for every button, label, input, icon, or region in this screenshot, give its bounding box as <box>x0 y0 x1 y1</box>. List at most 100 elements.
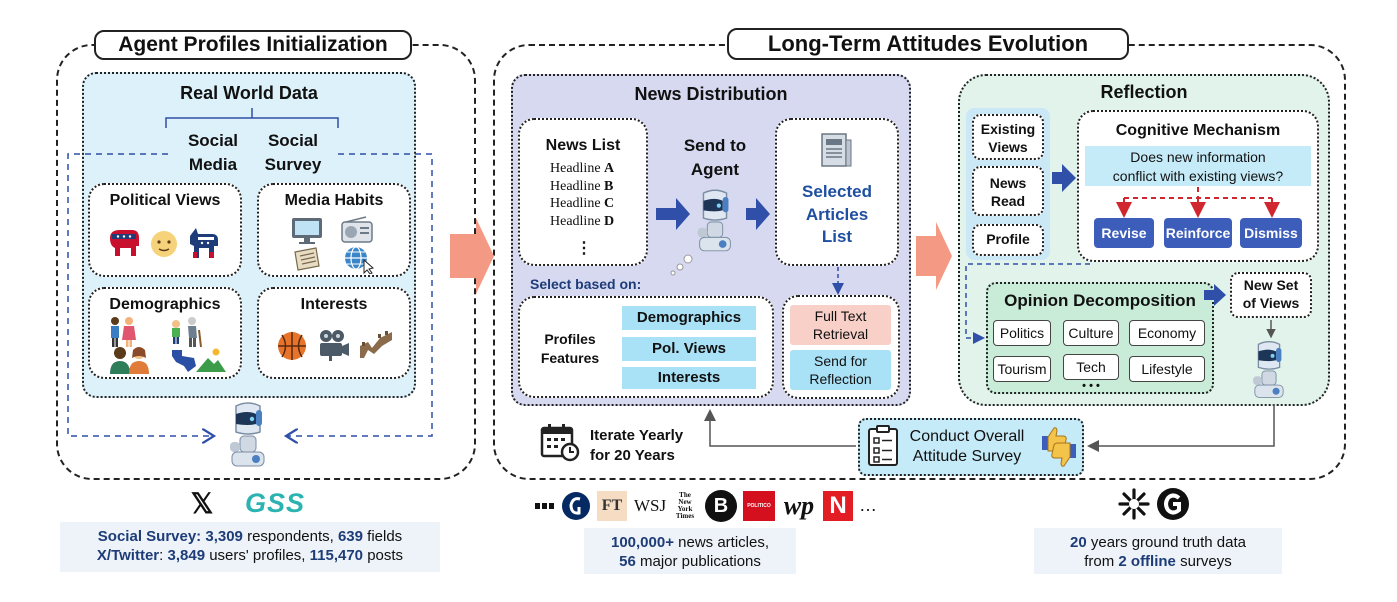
globe-cursor-icon <box>345 246 375 274</box>
gss-logo: GSS <box>244 487 306 518</box>
send-for-reflection: Send for Reflection <box>790 350 891 390</box>
democrat-donkey-icon <box>190 228 218 258</box>
cognitive-mechanism-title: Cognitive Mechanism <box>1115 122 1281 139</box>
right-footer-stats: 20 years ground truth data from 2 offlin… <box>1034 528 1282 574</box>
radio-icon <box>341 216 373 243</box>
middle-footer-line-1: 100,000+ news articles, <box>610 534 770 551</box>
headline-item: Headline A <box>550 161 615 176</box>
left-footer-line-2: X/Twitter: 3,849 users' profiles, 115,47… <box>96 547 404 564</box>
nyt-logo: The New York Times <box>675 491 695 520</box>
attitude-survey-label: Conduct Overall Attitude Survey <box>909 428 1025 465</box>
arrow-cognitive-to-opinion <box>965 263 1090 344</box>
person-face-icon <box>151 231 177 257</box>
profiles-features-label: Profiles Features <box>540 331 600 366</box>
profile-label: Profile <box>986 231 1030 247</box>
profile-box <box>972 224 1044 256</box>
topic-chip-economy: Economy <box>1129 320 1205 346</box>
headline-item: Headline D <box>550 213 615 229</box>
left-footer-stats: Social Survey: 3,309 respondents, 639 fi… <box>60 522 440 572</box>
iterate-yearly-label: Iterate Yearly for 20 Years <box>590 427 684 464</box>
media-habits-box <box>257 183 411 277</box>
washington-post-logo: wp <box>783 491 815 520</box>
feature-pill-pol-views: Pol. Views <box>622 337 756 361</box>
agent-profiles-title: Agent Profiles Initialization <box>94 30 412 60</box>
publications-more: … <box>859 494 877 515</box>
long-term-evolution-title: Long-Term Attitudes Evolution <box>727 28 1129 60</box>
topic-chip-tourism: Tourism <box>993 356 1051 382</box>
newsweek-logo: N <box>823 491 853 521</box>
send-to-agent-label: Send to Agent <box>683 136 747 179</box>
right-footer-line-2: from 2 offline surveys <box>1084 553 1232 570</box>
dismiss-button: Dismiss <box>1240 218 1302 248</box>
child-elder-icon <box>172 317 202 348</box>
full-text-retrieval: Full Text Retrieval <box>790 305 891 345</box>
headline-item: Headline B <box>550 178 614 194</box>
left-footer-line-1: Social Survey: 3,309 respondents, 639 fi… <box>97 528 403 545</box>
feature-pill-demographics: Demographics <box>622 306 756 330</box>
political-views-label: Political Views <box>109 192 221 209</box>
conflict-question: Does new information conflict with exist… <box>1085 146 1311 186</box>
calendar-clock-icon <box>540 424 580 462</box>
social-media-label: Social Media <box>187 131 239 174</box>
guardian-logo <box>562 492 590 520</box>
clipboard-checklist-icon <box>868 425 898 466</box>
wsj-logo: WSJ <box>633 496 667 515</box>
texas-map-icon <box>172 348 226 372</box>
news-read-label: News Read <box>989 175 1027 209</box>
headline-item: Headline C <box>550 196 615 211</box>
bloomberg-logo: B <box>705 490 737 522</box>
selected-articles-label: Selected Articles List <box>802 182 872 246</box>
reflection-title: Reflection <box>1100 82 1188 102</box>
left-dashed-loops <box>67 153 433 436</box>
dots-logo <box>535 503 555 509</box>
media-habits-label: Media Habits <box>284 192 384 209</box>
arrow-list-to-agent <box>656 198 690 230</box>
thought-bubbles-icon <box>670 254 693 276</box>
topic-chip-culture: Culture <box>1063 320 1119 346</box>
gray-feedback-loop <box>704 404 1275 452</box>
social-survey-label: Social Survey <box>264 131 322 174</box>
headline-more: ⋮ <box>576 240 592 257</box>
x-twitter-logo: 𝕏 <box>190 487 214 519</box>
starburst-logo <box>1118 488 1150 520</box>
cognitive-red-branches <box>1116 187 1280 218</box>
articles-document-icon <box>821 133 852 167</box>
news-list-box <box>518 118 648 266</box>
politico-logo: POLITICO <box>743 491 775 521</box>
agent-robot-icon <box>1253 341 1284 398</box>
thumbs-up-down-icon <box>1042 427 1076 467</box>
new-views-box <box>1230 272 1312 318</box>
arrow-opinion-to-newviews <box>1204 284 1226 306</box>
tv-monitor-icon <box>292 218 322 244</box>
feature-pill-interests: Interests <box>622 367 756 389</box>
existing-views-label: Existing Views <box>980 121 1036 155</box>
reinforce-button: Reinforce <box>1164 218 1232 248</box>
great-wall-icon <box>360 331 392 358</box>
opinion-decomposition-title: Opinion Decomposition <box>1004 291 1196 310</box>
topic-chip-lifestyle: Lifestyle <box>1129 356 1205 382</box>
publication-logos-row: FT WSJ The New York Times B POLITICO wp … <box>535 489 895 523</box>
revise-button: Revise <box>1094 218 1154 248</box>
big-arrow-left-to-middle <box>450 218 494 294</box>
big-arrow-news-to-reflection <box>916 222 952 290</box>
right-footer-line-1: 20 years ground truth data <box>1070 534 1246 551</box>
gallup-logo <box>1157 488 1189 520</box>
news-read-box <box>972 166 1044 216</box>
agent-robot-icon <box>697 189 731 252</box>
middle-footer-stats: 100,000+ news articles, 56 major publica… <box>584 528 796 574</box>
headline-list: Headline A Headline B Headline C Headlin… <box>550 160 646 230</box>
topic-chip-politics: Politics <box>993 320 1051 346</box>
diverse-people-icon <box>110 347 149 374</box>
republican-elephant-icon <box>110 230 139 256</box>
basketball-icon <box>278 332 306 360</box>
film-camera-icon <box>320 330 349 361</box>
ft-logo: FT <box>597 491 627 521</box>
new-views-label: New Set of Views <box>1242 277 1300 311</box>
existing-views-box <box>972 114 1044 160</box>
source-bracket <box>165 108 339 128</box>
news-list-title: News List <box>545 137 621 154</box>
political-views-box <box>88 183 242 277</box>
arrow-inputs-to-cognitive <box>1052 164 1076 192</box>
news-distribution-title: News Distribution <box>634 84 788 104</box>
